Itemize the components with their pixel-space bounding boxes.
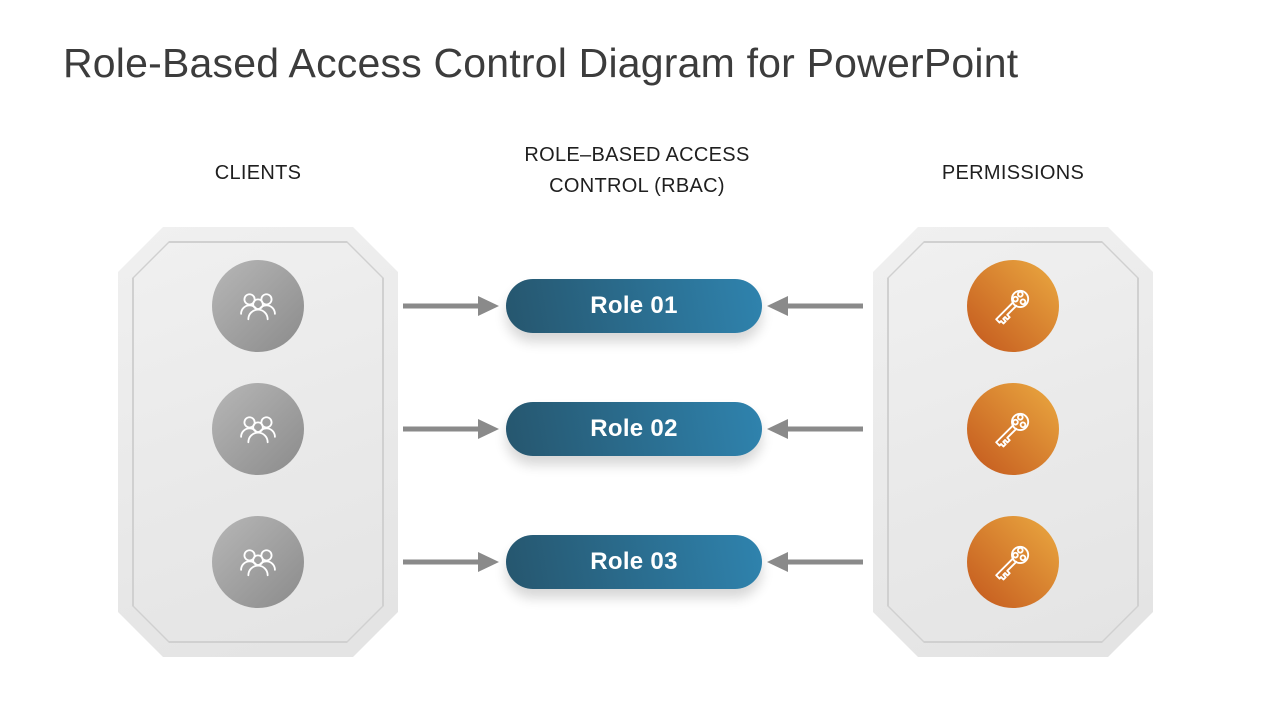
arrow-right-icon xyxy=(403,296,499,316)
role-pill-1: Role 01 xyxy=(506,279,762,333)
key-icon xyxy=(995,545,1030,581)
client-circle-2 xyxy=(212,383,304,475)
permission-circle-3 xyxy=(967,516,1059,608)
rbac-header-line2: CONTROL (RBAC) xyxy=(549,175,725,197)
people-group-icon xyxy=(240,416,276,444)
role-pill-2: Role 02 xyxy=(506,402,762,456)
arrow-left-icon xyxy=(767,552,863,572)
rbac-column-header: ROLE–BASED ACCESS CONTROL (RBAC) xyxy=(484,140,790,202)
client-circle-3 xyxy=(212,516,304,608)
rbac-header-line1: ROLE–BASED ACCESS xyxy=(524,144,750,166)
arrow-left-icon xyxy=(767,419,863,439)
people-group-icon xyxy=(240,549,276,577)
arrow-right-icon xyxy=(403,552,499,572)
key-icon xyxy=(995,412,1030,448)
role-pill-3: Role 03 xyxy=(506,535,762,589)
client-circle-1 xyxy=(212,260,304,352)
key-icon xyxy=(995,289,1030,325)
arrow-right-icon xyxy=(403,419,499,439)
clients-column-header: CLIENTS xyxy=(214,162,302,184)
permission-circle-2 xyxy=(967,383,1059,475)
permission-circle-1 xyxy=(967,260,1059,352)
people-group-icon xyxy=(240,293,276,321)
arrow-left-icon xyxy=(767,296,863,316)
page-title: Role-Based Access Control Diagram for Po… xyxy=(63,40,1019,86)
permissions-column-header: PERMISSIONS xyxy=(941,162,1085,184)
